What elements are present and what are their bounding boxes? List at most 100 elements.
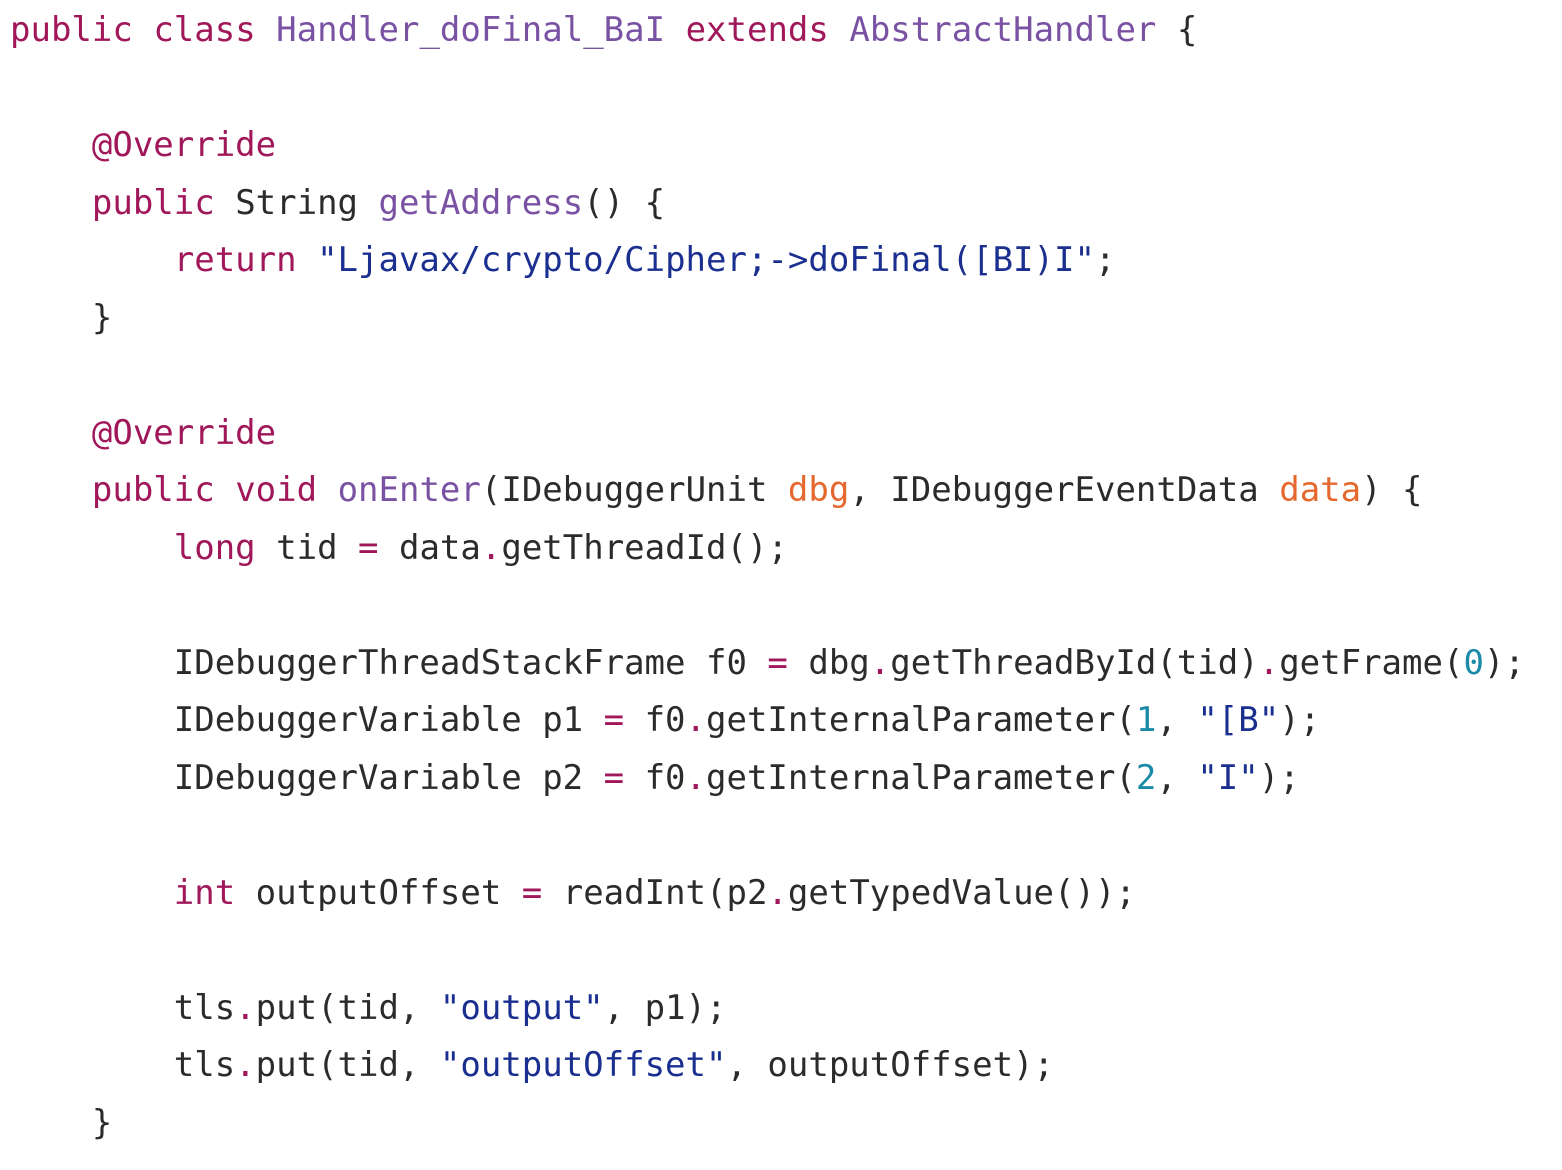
code-text: () { [583, 182, 666, 223]
code-text: { [1156, 10, 1198, 50]
code-text: readInt(p2 [542, 872, 768, 913]
code-text: ; [1094, 240, 1116, 280]
code-text: IDebuggerThreadStackFrame f0 [10, 642, 768, 683]
code-line: int outputOffset = readInt(p2.getTypedVa… [10, 865, 1136, 923]
code-line: } [10, 290, 112, 348]
code-operator: . [685, 757, 707, 798]
code-line: @Override [10, 405, 276, 463]
code-parameter: data [1279, 470, 1362, 510]
code-operator: = [521, 872, 543, 913]
code-text [215, 470, 235, 510]
code-text: tid [255, 527, 359, 568]
code-string: "output" [439, 987, 604, 1028]
code-text: put(tid, [255, 987, 440, 1028]
code-text: getInternalParameter( [706, 700, 1136, 740]
code-text [829, 10, 849, 50]
code-text: f0 [624, 700, 686, 740]
code-keyword: @Override [91, 412, 277, 453]
code-line: @Override [10, 117, 276, 175]
code-text: f0 [624, 757, 686, 798]
code-text [665, 10, 685, 50]
code-line: tls.put(tid, "outputOffset", outputOffse… [10, 1037, 1054, 1095]
code-text: getThreadId(); [501, 527, 788, 568]
code-text: , outputOffset); [726, 1045, 1054, 1085]
code-operator: . [235, 1045, 256, 1085]
code-type-name: Handler_doFinal_BaI [276, 10, 666, 50]
code-text [133, 10, 153, 50]
code-text [10, 125, 92, 165]
code-string: "I" [1197, 757, 1259, 798]
code-line: tls.put(tid, "output", p1); [10, 980, 727, 1038]
code-text [256, 10, 276, 50]
code-text: getFrame( [1279, 642, 1464, 683]
code-text [10, 528, 174, 568]
code-string: "Ljavax/crypto/Cipher;->doFinal([BI)I" [317, 240, 1095, 280]
code-operator: = [767, 642, 788, 683]
code-text: dbg [787, 642, 870, 683]
code-text: data [378, 527, 481, 568]
code-operator: . [685, 700, 707, 740]
code-text: , p1); [603, 987, 727, 1028]
code-line: return "Ljavax/crypto/Cipher;->doFinal([… [10, 232, 1116, 290]
code-text: , [1156, 700, 1198, 740]
code-operator: . [767, 872, 788, 913]
code-text: } [10, 297, 113, 338]
code-line: long tid = data.getThreadId(); [10, 520, 788, 578]
code-text: ); [1258, 757, 1300, 798]
code-parameter: dbg [787, 470, 850, 510]
code-line: public void onEnter(IDebuggerUnit dbg, I… [10, 462, 1423, 520]
code-text [10, 240, 174, 280]
code-text: getTypedValue()); [787, 872, 1136, 913]
code-number: 1 [1135, 700, 1157, 740]
code-operator: . [235, 987, 256, 1028]
code-text: put(tid, [255, 1045, 440, 1085]
code-operator: = [358, 527, 379, 568]
code-operator: . [480, 527, 502, 568]
code-line: IDebuggerVariable p2 = f0.getInternalPar… [10, 750, 1300, 808]
code-text [10, 470, 92, 510]
code-text: , [1156, 757, 1198, 798]
code-text: IDebuggerVariable p1 [10, 700, 604, 740]
code-keyword: extends [685, 10, 829, 50]
code-line: public class Handler_doFinal_BaI extends… [10, 2, 1197, 60]
code-operator: . [869, 642, 891, 683]
code-number: 2 [1135, 757, 1157, 798]
code-text: IDebuggerVariable p2 [10, 757, 604, 798]
code-keyword: public [91, 182, 215, 223]
code-text: getInternalParameter( [706, 757, 1136, 798]
code-keyword: class [153, 10, 256, 50]
code-text: tls [10, 987, 236, 1028]
code-operator: . [1258, 642, 1280, 683]
code-text: (IDebuggerUnit [480, 470, 788, 510]
code-text: ); [1483, 642, 1525, 683]
code-text: } [10, 1102, 113, 1143]
code-keyword: public [91, 470, 215, 510]
code-text [10, 413, 92, 453]
code-keyword: public [10, 10, 133, 50]
code-text [10, 183, 92, 223]
code-text: outputOffset [235, 872, 522, 913]
code-function-name: onEnter [337, 470, 481, 510]
code-text: tls [10, 1045, 236, 1085]
code-text: ); [1279, 700, 1321, 740]
code-operator: = [603, 757, 625, 798]
code-text: getThreadById(tid) [890, 642, 1259, 683]
code-line: IDebuggerVariable p1 = f0.getInternalPar… [10, 692, 1320, 750]
code-keyword: @Override [91, 125, 277, 165]
code-line: IDebuggerThreadStackFrame f0 = dbg.getTh… [10, 635, 1525, 693]
code-text [10, 873, 174, 913]
code-string: "outputOffset" [439, 1045, 727, 1085]
code-keyword: int [173, 872, 236, 913]
code-line: } [10, 1095, 112, 1153]
code-text: ) { [1361, 470, 1423, 510]
code-text: , IDebuggerEventData [849, 470, 1280, 510]
code-type-name: AbstractHandler [849, 10, 1157, 50]
code-number: 0 [1463, 642, 1484, 683]
code-string: "[B" [1197, 700, 1280, 740]
code-keyword: void [235, 470, 318, 510]
code-operator: = [603, 700, 625, 740]
code-keyword: return [173, 240, 297, 280]
code-text: String [214, 182, 379, 223]
code-line: public String getAddress() { [10, 175, 665, 233]
